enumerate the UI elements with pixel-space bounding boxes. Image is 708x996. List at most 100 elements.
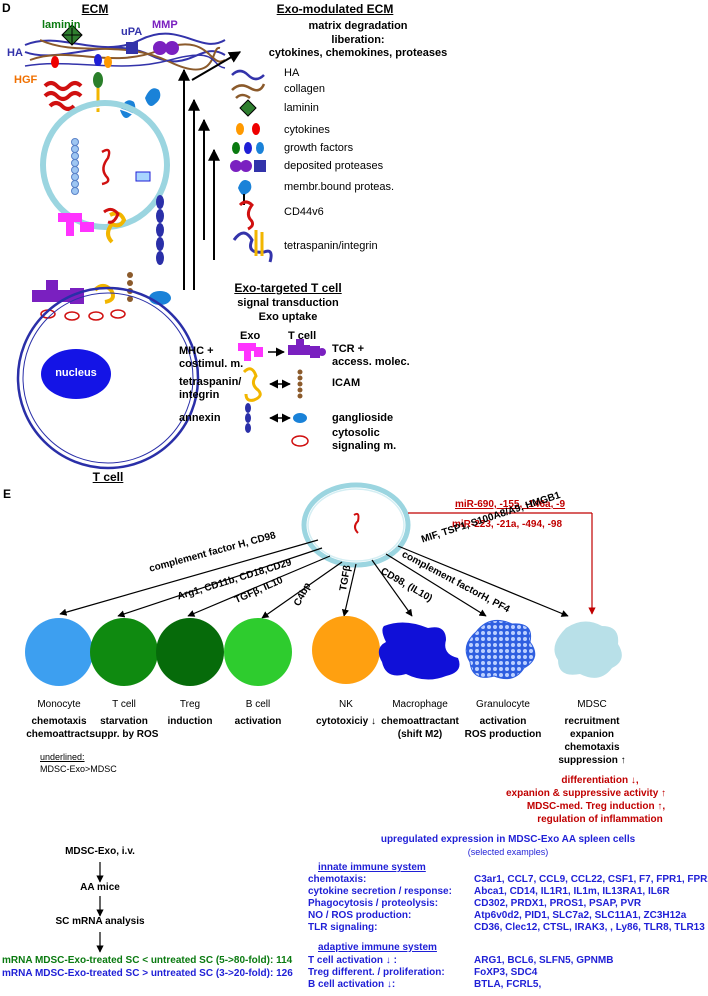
flow-step-3: SC mRNA analysis (55, 916, 145, 927)
adaptive-key-1: T cell activation ↓ : (308, 955, 397, 966)
upa-icon (126, 42, 138, 54)
tcell-bottom-label: T cell (92, 470, 124, 484)
legend-laminin: laminin (284, 102, 319, 114)
exosome-membrane-proteins (58, 195, 164, 265)
effect-nk: cytotoxiciy ↓ (315, 716, 377, 727)
granulocyte-cell (465, 619, 536, 680)
underlined-note-1: underlined: (40, 752, 85, 762)
label-hgf: HGF (14, 74, 38, 86)
exo-ecm-title: Exo-modulated ECM (276, 2, 394, 16)
innate-key-2: cytokine secretion / response: (308, 886, 452, 897)
mdsc-red-1: differentiation ↓, (561, 775, 639, 786)
fan-arrows (59, 539, 569, 619)
tcell-header: T cell (288, 330, 317, 342)
degradation-line-2: liberation: (331, 34, 385, 46)
degradation-line-3: cytokines, chemokines, proteases (268, 47, 448, 59)
ecm-cytokine-dots (51, 54, 112, 68)
innate-key-5: TLR signaling: (308, 922, 378, 933)
icam-icon (297, 369, 303, 399)
adaptive-val-1: ARG1, BCL6, SLFN5, GPNMB (474, 955, 614, 966)
macrophage-cell (378, 622, 460, 680)
mdsc-red-3: MDSC-med. Treg induction ↑, (526, 801, 666, 812)
cell-name-nk: NK (339, 699, 353, 710)
ganglioside-icon (293, 413, 307, 423)
legend-deposited-proteases: deposited proteases (284, 160, 384, 172)
tcell-sub-2: Exo uptake (258, 311, 318, 323)
pair-annexin: annexin (179, 412, 221, 424)
innate-val-5: CD36, Clec12, CTSL, IRAK3, , Ly86, TLR8,… (474, 922, 705, 933)
mirna-arrow (408, 512, 596, 615)
exosome-cargo (71, 138, 151, 195)
nucleus-icon (41, 349, 111, 399)
nucleus-label: nucleus (55, 367, 97, 379)
monocyte-cell (25, 618, 93, 686)
adaptive-title: adaptive immune system (318, 942, 437, 953)
effect-monocyte-2: chemoattract. (26, 729, 92, 740)
adaptive-val-3: BTLA, FCRL5, (474, 979, 542, 990)
treg-cell (156, 618, 224, 686)
legend-icons (230, 69, 273, 263)
underlined-note-2: MDSC-Exo>MDSC (40, 764, 117, 774)
label-ha: HA (7, 47, 23, 59)
effect-macrophage-2: (shift M2) (397, 729, 443, 740)
effect-bcell: activation (234, 716, 282, 727)
panel-e-letter: E (3, 487, 12, 501)
cell-name-treg: Treg (179, 699, 201, 710)
effect-mdsc-2: expanion (570, 729, 614, 740)
effect-macrophage-1: chemoattractant (381, 716, 459, 727)
panel-d-letter: D (2, 1, 11, 15)
tetraspanin-icon (242, 367, 262, 402)
t-cell-cell (90, 618, 158, 686)
innate-title: innate immune system (318, 862, 426, 873)
pair-icam: ICAM (332, 377, 361, 389)
table-subtitle: (selected examples) (467, 847, 549, 857)
legend-growth-factors: growth factors (284, 142, 354, 154)
innate-val-1: C3ar1, CCL7, CCL9, CCL22, CSF1, F7, FPR1… (474, 874, 708, 885)
pair-mhc-2: costimul. m. (179, 358, 244, 370)
annexin-icon (245, 403, 251, 433)
innate-val-4: Atp6v0d2, PID1, SLC7a2, SLC11A1, ZC3H12a (474, 910, 687, 921)
cytosolic-1: cytosolic (332, 427, 380, 439)
pair-tetraspanin-2: integrin (179, 389, 220, 401)
table-title: upregulated expression in MDSC-Exo AA sp… (380, 834, 636, 845)
adaptive-key-3: B cell activation ↓: (308, 979, 396, 990)
legend-collagen: collagen (284, 83, 325, 95)
effect-tcell-2: suppr. by ROS (89, 729, 159, 740)
degradation-line-1: matrix degradation (308, 20, 408, 32)
cell-name-tcell: T cell (112, 699, 136, 710)
laminin-icon (61, 24, 83, 46)
ecm-title: ECM (81, 2, 109, 16)
mmp-icon (153, 41, 179, 55)
exo-mhc-icon (238, 343, 263, 361)
exo-targeted-tcell-title: Exo-targeted T cell (234, 281, 342, 295)
pair-tetraspanin-1: tetraspanin/ (179, 376, 242, 388)
cell-name-macrophage: Macrophage (392, 699, 448, 710)
mirna-line-2: miR-223, -21a, -494, -98 (452, 519, 563, 530)
legend-ha: HA (284, 67, 300, 79)
pair-tcr-2: access. molec. (332, 356, 410, 368)
innate-val-3: CD302, PRDX1, PROS1, PSAP, PVR (474, 898, 642, 909)
innate-val-2: Abca1, CD14, IL1R1, IL1m, IL13RA1, IL6R (474, 886, 670, 897)
exo-header: Exo (240, 330, 261, 342)
legend-membrane-proteases: membr.bound proteas. (284, 181, 395, 193)
effect-mdsc-1: recruitment (564, 716, 620, 727)
label-laminin: laminin (42, 19, 81, 31)
effect-mdsc-3: chemotaxis (564, 742, 620, 753)
cell-name-granulocyte: Granulocyte (476, 699, 530, 710)
mrna-up-line: mRNA MDSC-Exo-treated SC > untreated SC … (2, 968, 293, 979)
effect-treg: induction (167, 716, 213, 727)
pair-ganglioside: ganglioside (332, 412, 394, 424)
label-upa: uPA (121, 26, 143, 38)
legend-cd44v6: CD44v6 (284, 206, 324, 218)
cell-name-bcell: B cell (245, 699, 271, 710)
pair-tcr-1: TCR + (332, 343, 365, 355)
hgf-icon (43, 81, 83, 111)
mirna-line-1: miR-690, -155, -146a, -9 (455, 499, 566, 510)
innate-key-3: Phagocytosis / proteolysis: (308, 898, 439, 909)
effect-granulocyte-1: activation (479, 716, 527, 727)
cell-name-mdsc: MDSC (577, 699, 607, 710)
adaptive-key-2: Treg different. / proliferation: (308, 967, 445, 978)
mdsc-cell (554, 621, 622, 678)
release-arrows (178, 51, 242, 290)
